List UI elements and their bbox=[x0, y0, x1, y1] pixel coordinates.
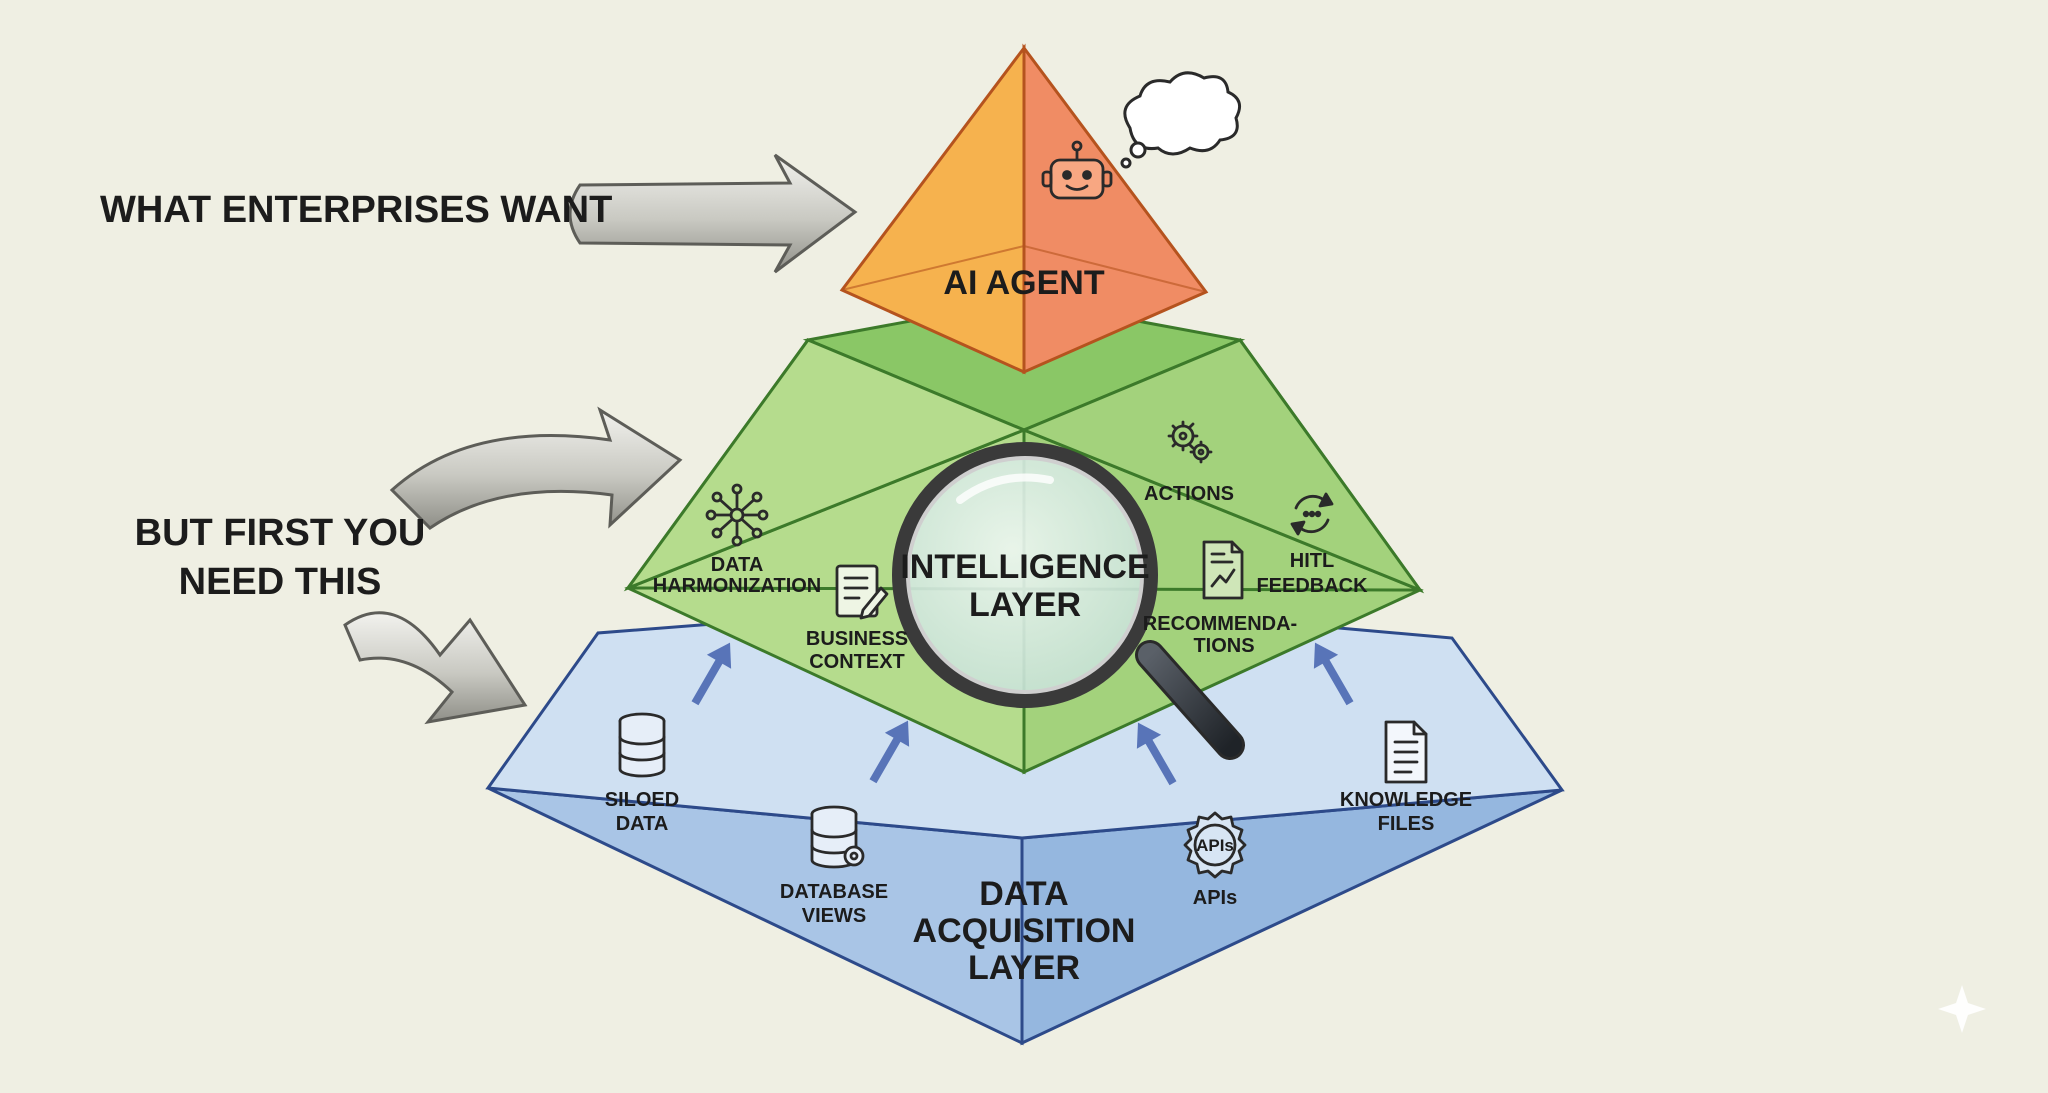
up-arrow-icon bbox=[1313, 642, 1354, 706]
knowledge-files-label-line2: FILES bbox=[1378, 813, 1435, 835]
notepad-icon bbox=[835, 564, 889, 620]
label-first-line2: NEED THIS bbox=[179, 561, 382, 603]
robot-icon bbox=[1041, 140, 1113, 200]
up-arrows bbox=[691, 642, 1354, 786]
middle-left-upper bbox=[623, 338, 1028, 592]
siloed-data-label-line2: DATA bbox=[616, 813, 669, 835]
business-context-label-line1: BUSINESS bbox=[806, 628, 908, 650]
label-want: WHAT ENTERPRISES WANT bbox=[100, 189, 612, 231]
business-context-label-line2: CONTEXT bbox=[809, 651, 905, 673]
data-acquisition-title-line2: ACQUISITION bbox=[913, 912, 1136, 950]
label-first-line1: BUT FIRST YOU bbox=[135, 512, 426, 554]
magnifying-glass-icon bbox=[892, 442, 1245, 760]
network-icon bbox=[705, 483, 769, 547]
up-arrow-icon bbox=[1136, 722, 1177, 786]
apis-badge: APIs bbox=[1196, 836, 1234, 855]
arrow-lower-curve-icon bbox=[343, 611, 528, 725]
intelligence-title-line1: INTELLIGENCE bbox=[900, 548, 1149, 586]
ai-agent-layer bbox=[839, 43, 1209, 375]
arrow-want-icon bbox=[568, 153, 858, 274]
arrow-upper-curve-icon bbox=[389, 406, 683, 530]
database-gear-icon bbox=[810, 805, 865, 869]
hitl-feedback-label-line2: FEEDBACK bbox=[1256, 575, 1368, 597]
actions-label: ACTIONS bbox=[1144, 483, 1234, 505]
ai-agent-title: AI AGENT bbox=[943, 264, 1104, 302]
data-harmonization-label-line1: DATA bbox=[711, 554, 764, 576]
gear-icon bbox=[1183, 811, 1247, 879]
recommendations-label-line1: RECOMMENDA- bbox=[1143, 613, 1297, 635]
database-icon bbox=[618, 712, 666, 778]
data-acquisition-title-line3: LAYER bbox=[968, 949, 1080, 987]
top-right-face bbox=[1022, 43, 1209, 375]
recommendations-label-line2: TIONS bbox=[1193, 635, 1254, 657]
cycle-icon bbox=[1290, 492, 1334, 536]
document-icon bbox=[1384, 720, 1428, 784]
gears-icon bbox=[1167, 420, 1213, 464]
sparkle-icon bbox=[1938, 985, 1986, 1033]
knowledge-files-label-line1: KNOWLEDGE bbox=[1340, 789, 1472, 811]
siloed-data-label-line1: SILOED bbox=[605, 789, 679, 811]
hitl-feedback-label-line1: HITL bbox=[1290, 550, 1334, 572]
database-views-label-line2: VIEWS bbox=[802, 905, 866, 927]
database-views-label-line1: DATABASE bbox=[780, 881, 888, 903]
intelligence-title-line2: LAYER bbox=[969, 586, 1081, 624]
report-icon bbox=[1202, 540, 1244, 600]
apis-label: APIs bbox=[1193, 887, 1237, 909]
up-arrow-icon bbox=[869, 720, 910, 784]
data-acquisition-title-line1: DATA bbox=[979, 875, 1068, 913]
up-arrow-icon bbox=[691, 642, 732, 706]
top-ridge bbox=[841, 244, 1207, 293]
data-harmonization-label-line2: HARMONIZATION bbox=[653, 575, 822, 597]
thought-bubble-icon bbox=[1120, 71, 1242, 169]
